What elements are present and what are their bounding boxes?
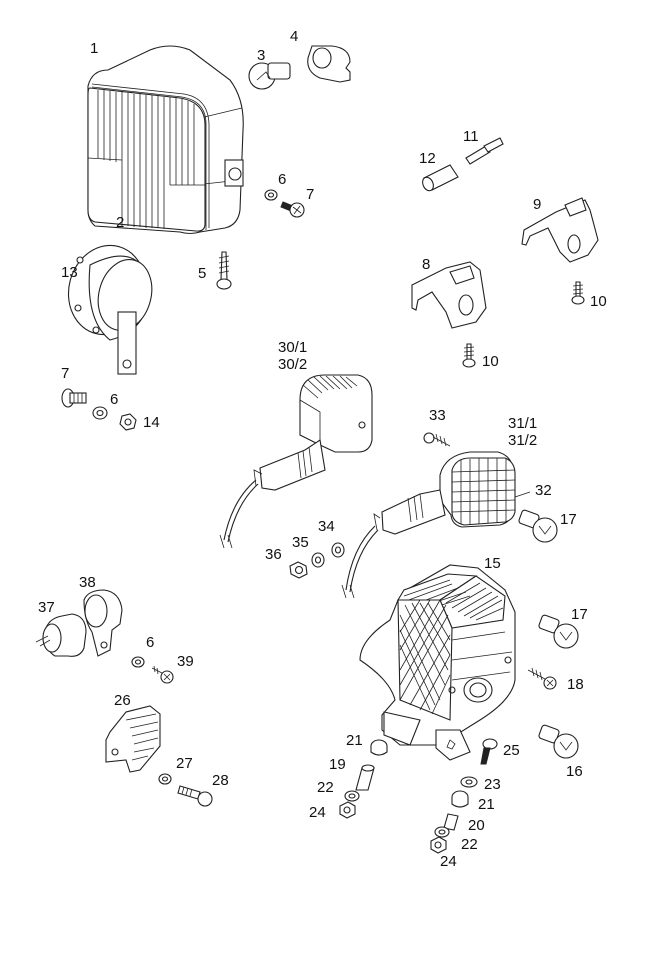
grommet-21-b: [451, 790, 469, 808]
bulb-socket-4: [307, 45, 351, 83]
spacer-sleeve-19: [355, 764, 375, 791]
callout-2: 2: [116, 214, 125, 231]
callout-10-a: 10: [590, 293, 607, 310]
callout-4: 4: [290, 28, 299, 45]
callout-32: 32: [535, 482, 552, 499]
callout-18: 18: [567, 676, 584, 693]
callout-14: 14: [143, 414, 160, 431]
screw-18: [527, 667, 557, 690]
callout-5: 5: [198, 265, 207, 282]
horn-13: [67, 244, 153, 375]
turn-signal-front-30: [219, 374, 373, 549]
washer-34: [331, 542, 345, 558]
callout-11: 11: [463, 128, 479, 145]
washer-6-c: [131, 656, 145, 668]
bulb-17-a: [518, 509, 558, 543]
screw-33: [423, 432, 451, 447]
turn-signal-lens-32: [451, 457, 531, 526]
callout-21-b: 21: [478, 796, 495, 813]
callout-7-top: 7: [306, 186, 315, 203]
bracket-9: [521, 197, 599, 263]
washer-6: [264, 189, 278, 201]
bolt-25: [480, 738, 498, 765]
callout-31: 31/1 31/2: [508, 415, 538, 449]
screw-7: [280, 201, 305, 218]
callout-17-a: 17: [560, 511, 577, 528]
callout-17-b: 17: [571, 606, 588, 623]
screw-39: [151, 665, 174, 684]
callout-21-a: 21: [346, 732, 363, 749]
voltage-regulator-26: [105, 705, 161, 773]
callout-22-a: 22: [317, 779, 334, 796]
bulb-holder-11: [465, 137, 504, 165]
callout-33: 33: [429, 407, 446, 424]
headlight-adjuster-clip: [224, 159, 244, 187]
callout-13: 13: [61, 264, 78, 281]
callout-30: 30/1 30/2: [278, 339, 308, 373]
callout-26: 26: [114, 692, 131, 709]
callout-23: 23: [484, 776, 501, 793]
washer-6-left: [92, 406, 108, 420]
washer-27: [158, 773, 172, 785]
callout-15: 15: [484, 555, 501, 572]
washer-22-b: [434, 826, 450, 838]
callout-19: 19: [329, 756, 346, 773]
callout-12: 12: [419, 150, 436, 167]
self-tapping-screw-10-a: [571, 281, 585, 305]
headlight-lens: [87, 83, 210, 232]
nut-36: [289, 561, 308, 579]
callout-7-left: 7: [61, 365, 70, 382]
callout-8: 8: [422, 256, 431, 273]
callout-24-b: 24: [440, 853, 457, 870]
callout-16: 16: [566, 763, 583, 780]
spacer-sleeve-20: [443, 813, 459, 831]
callout-10-b: 10: [482, 353, 499, 370]
bulb-17-b: [538, 614, 579, 649]
callout-37: 37: [38, 599, 55, 616]
lock-washer-35: [311, 552, 325, 568]
callout-20: 20: [468, 817, 485, 834]
callout-27: 27: [176, 755, 193, 772]
bulb-3: [248, 62, 291, 90]
callout-6-c: 6: [146, 634, 155, 651]
callout-36: 36: [265, 546, 282, 563]
grommet-21-a: [370, 739, 388, 756]
callout-39: 39: [177, 653, 194, 670]
callout-9: 9: [533, 196, 542, 213]
relay-holder-38: [83, 589, 123, 657]
callout-24-a: 24: [309, 804, 326, 821]
nut-24-b: [430, 836, 447, 854]
bracket-8: [411, 261, 487, 329]
callout-35: 35: [292, 534, 309, 551]
screw-7-left: [61, 388, 87, 408]
callout-1: 1: [90, 40, 99, 57]
callout-38: 38: [79, 574, 96, 591]
washer-23: [460, 776, 478, 788]
callout-34: 34: [318, 518, 335, 535]
bolt-28: [177, 785, 213, 807]
self-tapping-screw-5: [216, 251, 232, 290]
bulb-16: [538, 724, 579, 759]
washer-22-a: [344, 790, 360, 802]
callout-28: 28: [212, 772, 229, 789]
tail-light-15: [359, 564, 516, 761]
callout-25: 25: [503, 742, 520, 759]
nut-24-a: [339, 801, 356, 819]
nut-14: [119, 413, 137, 431]
callout-6-left: 6: [110, 391, 119, 408]
self-tapping-screw-10-b: [462, 343, 476, 368]
callout-3: 3: [257, 47, 266, 64]
flasher-relay-37: [35, 613, 87, 657]
callout-22-b: 22: [461, 836, 478, 853]
rubber-sleeve-12: [422, 164, 459, 192]
callout-6-top: 6: [278, 171, 287, 188]
